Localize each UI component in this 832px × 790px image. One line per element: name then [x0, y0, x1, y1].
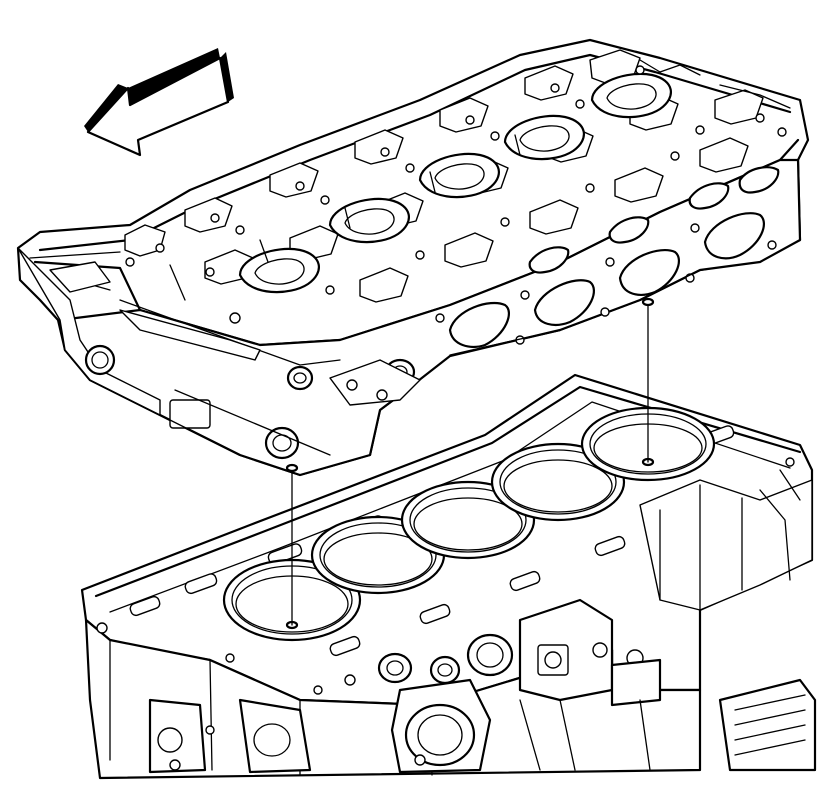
- alignment-pins-head: [285, 297, 655, 473]
- plug-well-4: [503, 114, 585, 161]
- block-front-castings: [148, 469, 817, 774]
- plug-well-5: [590, 72, 672, 119]
- alignment-guide-lines: [291, 304, 649, 626]
- plug-well-1: [238, 247, 320, 294]
- cylinder-bores: [222, 406, 716, 642]
- cylinder-head: [16, 38, 810, 477]
- head-bolt-holes: [125, 65, 787, 324]
- plug-well-3: [418, 152, 500, 199]
- front-direction-arrow-icon: [84, 48, 234, 157]
- exhaust-ports: [448, 166, 780, 348]
- plug-well-2: [328, 197, 410, 244]
- spark-plug-wells: [238, 72, 672, 294]
- engine-block: [80, 373, 817, 780]
